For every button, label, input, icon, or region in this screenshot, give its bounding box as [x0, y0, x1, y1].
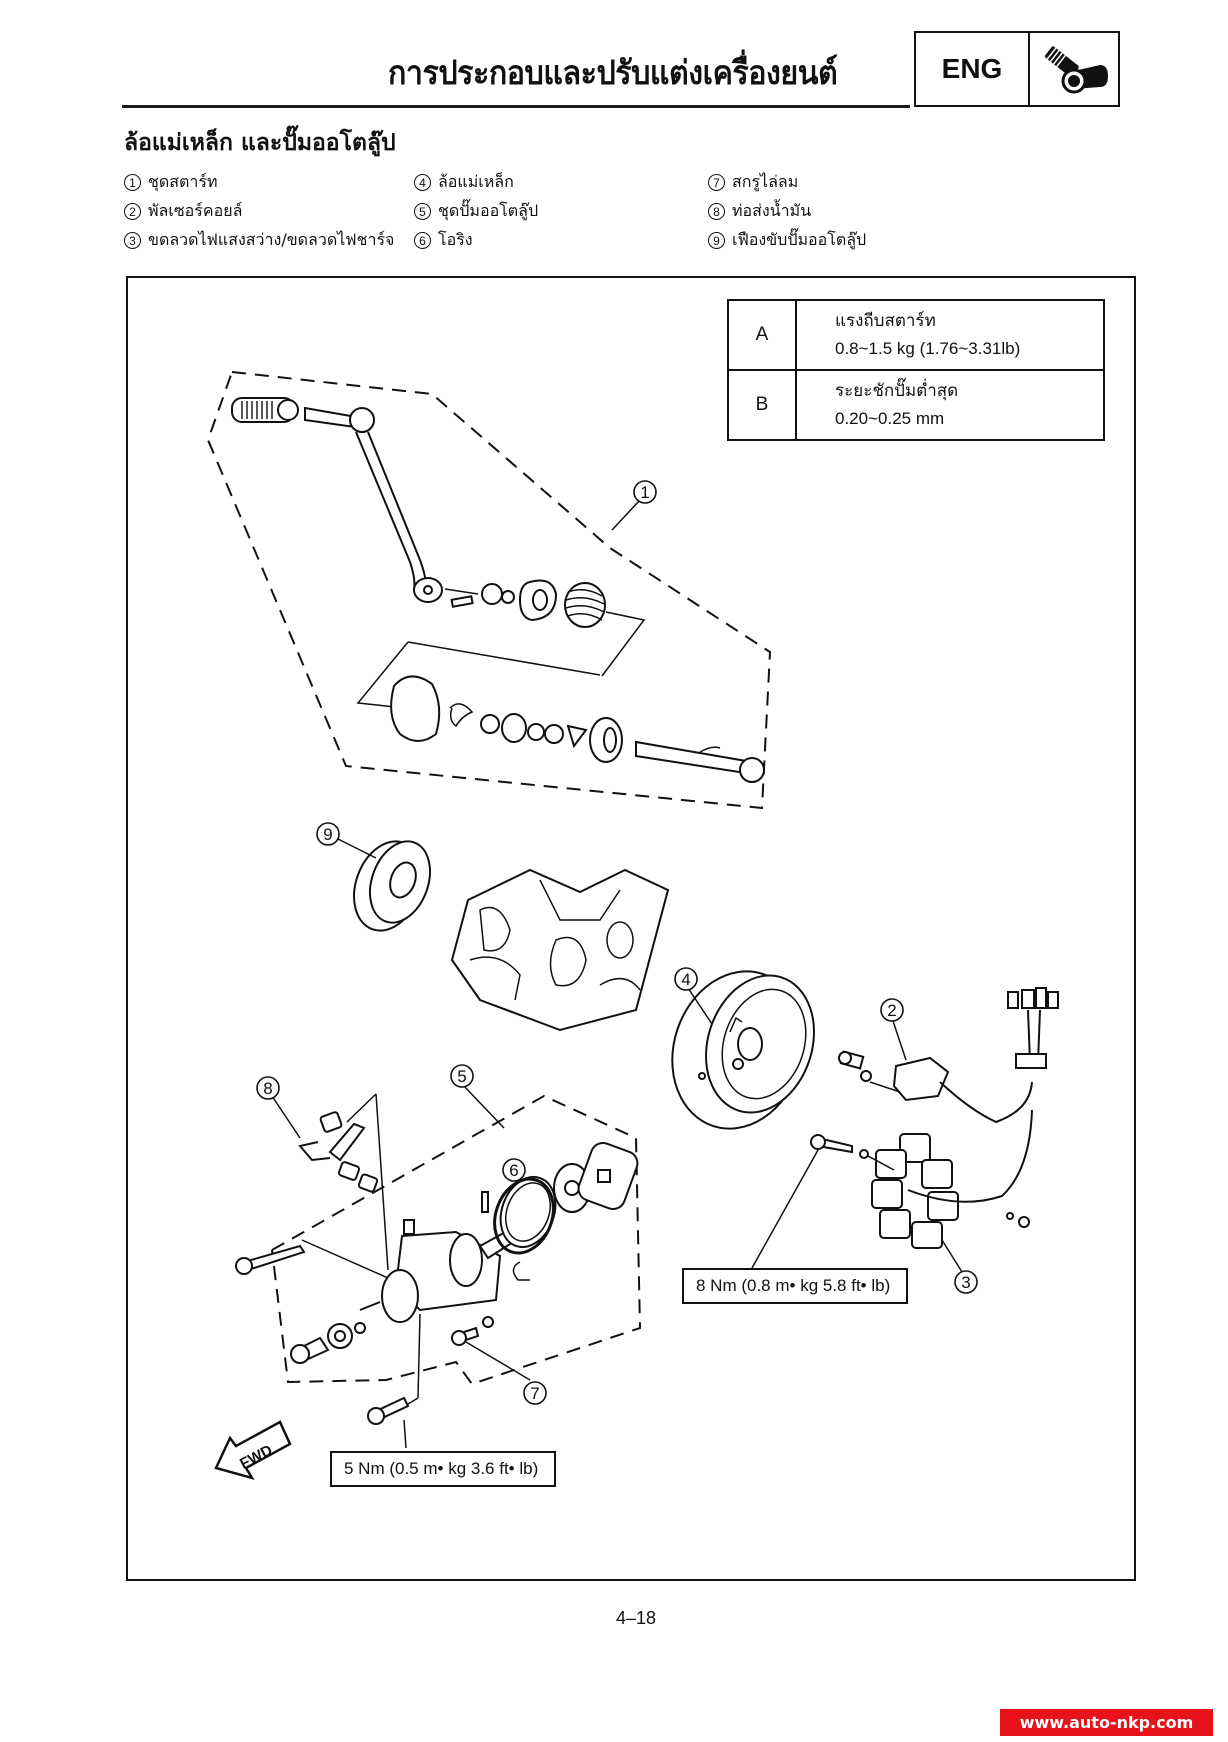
section-code: ENG — [916, 33, 1030, 105]
callout-5-label: 5 — [457, 1067, 466, 1086]
spec-value: 0.8~1.5 kg (1.76~3.31lb) — [835, 339, 1021, 358]
leader-line-2 — [891, 1017, 907, 1061]
part-item: 5 ชุดปั๊มออโตลู๊ป — [414, 199, 538, 224]
diagram-frame — [126, 276, 1136, 1581]
spec-value-cell: แรงถีบสตาร์ท 0.8~1.5 kg (1.76~3.31lb) — [795, 299, 1105, 371]
kick-spring — [564, 582, 606, 628]
torque-stator-bolt: 8 Nm (0.8 m• kg 5.8 ft• lb) — [682, 1268, 908, 1304]
callout-8-label: 8 — [263, 1079, 272, 1098]
torque-pump-screw: 5 Nm (0.5 m• kg 3.6 ft• lb) — [330, 1451, 556, 1487]
part-label: โอริง — [438, 230, 473, 249]
leader-line-4 — [687, 987, 713, 1025]
watermark[interactable]: www.auto-nkp.com — [1000, 1709, 1213, 1736]
callout-6 — [502, 1158, 526, 1182]
callout-4-label: 4 — [681, 970, 690, 989]
engine-wrench-icon — [1030, 33, 1118, 105]
part-label: สกรูไล่ลม — [732, 172, 799, 191]
part-item: 7 สกรูไล่ลม — [708, 170, 798, 195]
leader-line-8 — [271, 1095, 301, 1139]
spec-value-cell: ระยะชักปั๊มต่ำสุด 0.20~0.25 mm — [795, 369, 1105, 441]
part-item: 4 ล้อแม่เหล็ก — [414, 170, 514, 195]
part-label: ท่อส่งน้ำมัน — [732, 201, 812, 220]
callout-3 — [954, 1270, 978, 1294]
part-number: 2 — [124, 203, 141, 220]
part-label: เฟืองขับปั๊มออโตลู๊ป — [732, 230, 867, 249]
pulser-coil-illustration — [838, 987, 1059, 1124]
part-item: 8 ท่อส่งน้ำมัน — [708, 199, 811, 224]
callout-7-label: 7 — [530, 1384, 539, 1403]
page-number: 4–18 — [616, 1608, 657, 1628]
part-item: 1 ชุดสตาร์ท — [124, 170, 218, 195]
header-rule — [122, 105, 910, 108]
pump-drive-gear-illustration — [353, 840, 431, 932]
spec-label: ระยะชักปั๊มต่ำสุด — [835, 381, 959, 401]
spec-label: แรงถีบสตาร์ท — [835, 311, 936, 331]
callout-1-label: 1 — [640, 483, 649, 502]
callout-7 — [523, 1381, 547, 1405]
leader-line-torque-stator — [751, 1149, 819, 1269]
spec-key: A — [727, 299, 797, 371]
callout-9 — [316, 822, 340, 846]
part-label: ชุดสตาร์ท — [148, 172, 218, 191]
spec-row: B ระยะชักปั๊มต่ำสุด 0.20~0.25 mm — [727, 369, 1105, 441]
part-item: 3 ขดลวดไฟแสงสว่าง/ขดลวดไฟชาร์จ — [124, 228, 394, 253]
leader-line-9 — [335, 837, 377, 859]
part-number: 6 — [414, 232, 431, 249]
spec-key: B — [727, 369, 797, 441]
part-item: 6 โอริง — [414, 228, 473, 253]
part-label: ชุดปั๊มออโตลู๊ป — [438, 201, 539, 220]
kick-lever-illustration — [231, 397, 646, 677]
oil-delivery-pipe-illustration — [298, 1093, 389, 1271]
flywheel-illustration — [671, 970, 815, 1130]
part-number: 3 — [124, 232, 141, 249]
part-number: 1 — [124, 174, 141, 191]
leader-line-1 — [611, 499, 641, 531]
section-title: ล้อแม่เหล็ก และปั๊มออโตลู๊ป — [124, 130, 396, 156]
spec-row: A แรงถีบสตาร์ท 0.8~1.5 kg (1.76~3.31lb) — [727, 299, 1105, 371]
part-number: 9 — [708, 232, 725, 249]
callout-6-label: 6 — [509, 1161, 518, 1180]
callout-8 — [256, 1076, 280, 1100]
oil-pump-group-outline — [271, 1094, 642, 1386]
leader-line-3 — [941, 1239, 963, 1273]
part-label: ล้อแม่เหล็ก — [438, 172, 514, 191]
callout-1 — [633, 480, 657, 504]
callout-3-label: 3 — [961, 1273, 970, 1292]
crankcase-illustration — [450, 868, 670, 1032]
section-badge: ENG — [914, 31, 1120, 107]
stator-coil-illustration — [810, 1109, 1033, 1249]
callout-5 — [450, 1064, 474, 1088]
part-number: 7 — [708, 174, 725, 191]
spec-value: 0.20~0.25 mm — [835, 409, 945, 428]
forward-direction-arrow-icon: FWD — [214, 1420, 292, 1481]
part-item: 2 พัลเซอร์คอยล์ — [124, 199, 242, 224]
callout-2-label: 2 — [887, 1001, 896, 1020]
callout-4 — [674, 967, 698, 991]
page-title: การประกอบและปรับแต่งเครื่องยนต์ — [388, 53, 838, 92]
part-number: 8 — [708, 203, 725, 220]
part-number: 4 — [414, 174, 431, 191]
part-label: พัลเซอร์คอยล์ — [148, 201, 243, 220]
spec-table: A แรงถีบสตาร์ท 0.8~1.5 kg (1.76~3.31lb) … — [727, 299, 1105, 441]
oil-pump-body-illustration — [235, 1141, 639, 1449]
callout-9-label: 9 — [323, 825, 332, 844]
part-item: 9 เฟืองขับปั๊มออโตลู๊ป — [708, 228, 866, 253]
callout-2 — [880, 998, 904, 1022]
part-label: ขดลวดไฟแสงสว่าง/ขดลวดไฟชาร์จ — [148, 230, 395, 249]
part-number: 5 — [414, 203, 431, 220]
o-ring-illustration — [493, 1177, 555, 1255]
leader-line-5 — [461, 1083, 505, 1129]
kick-axle-illustration — [356, 641, 765, 783]
kickstarter-group-outline — [206, 370, 772, 810]
